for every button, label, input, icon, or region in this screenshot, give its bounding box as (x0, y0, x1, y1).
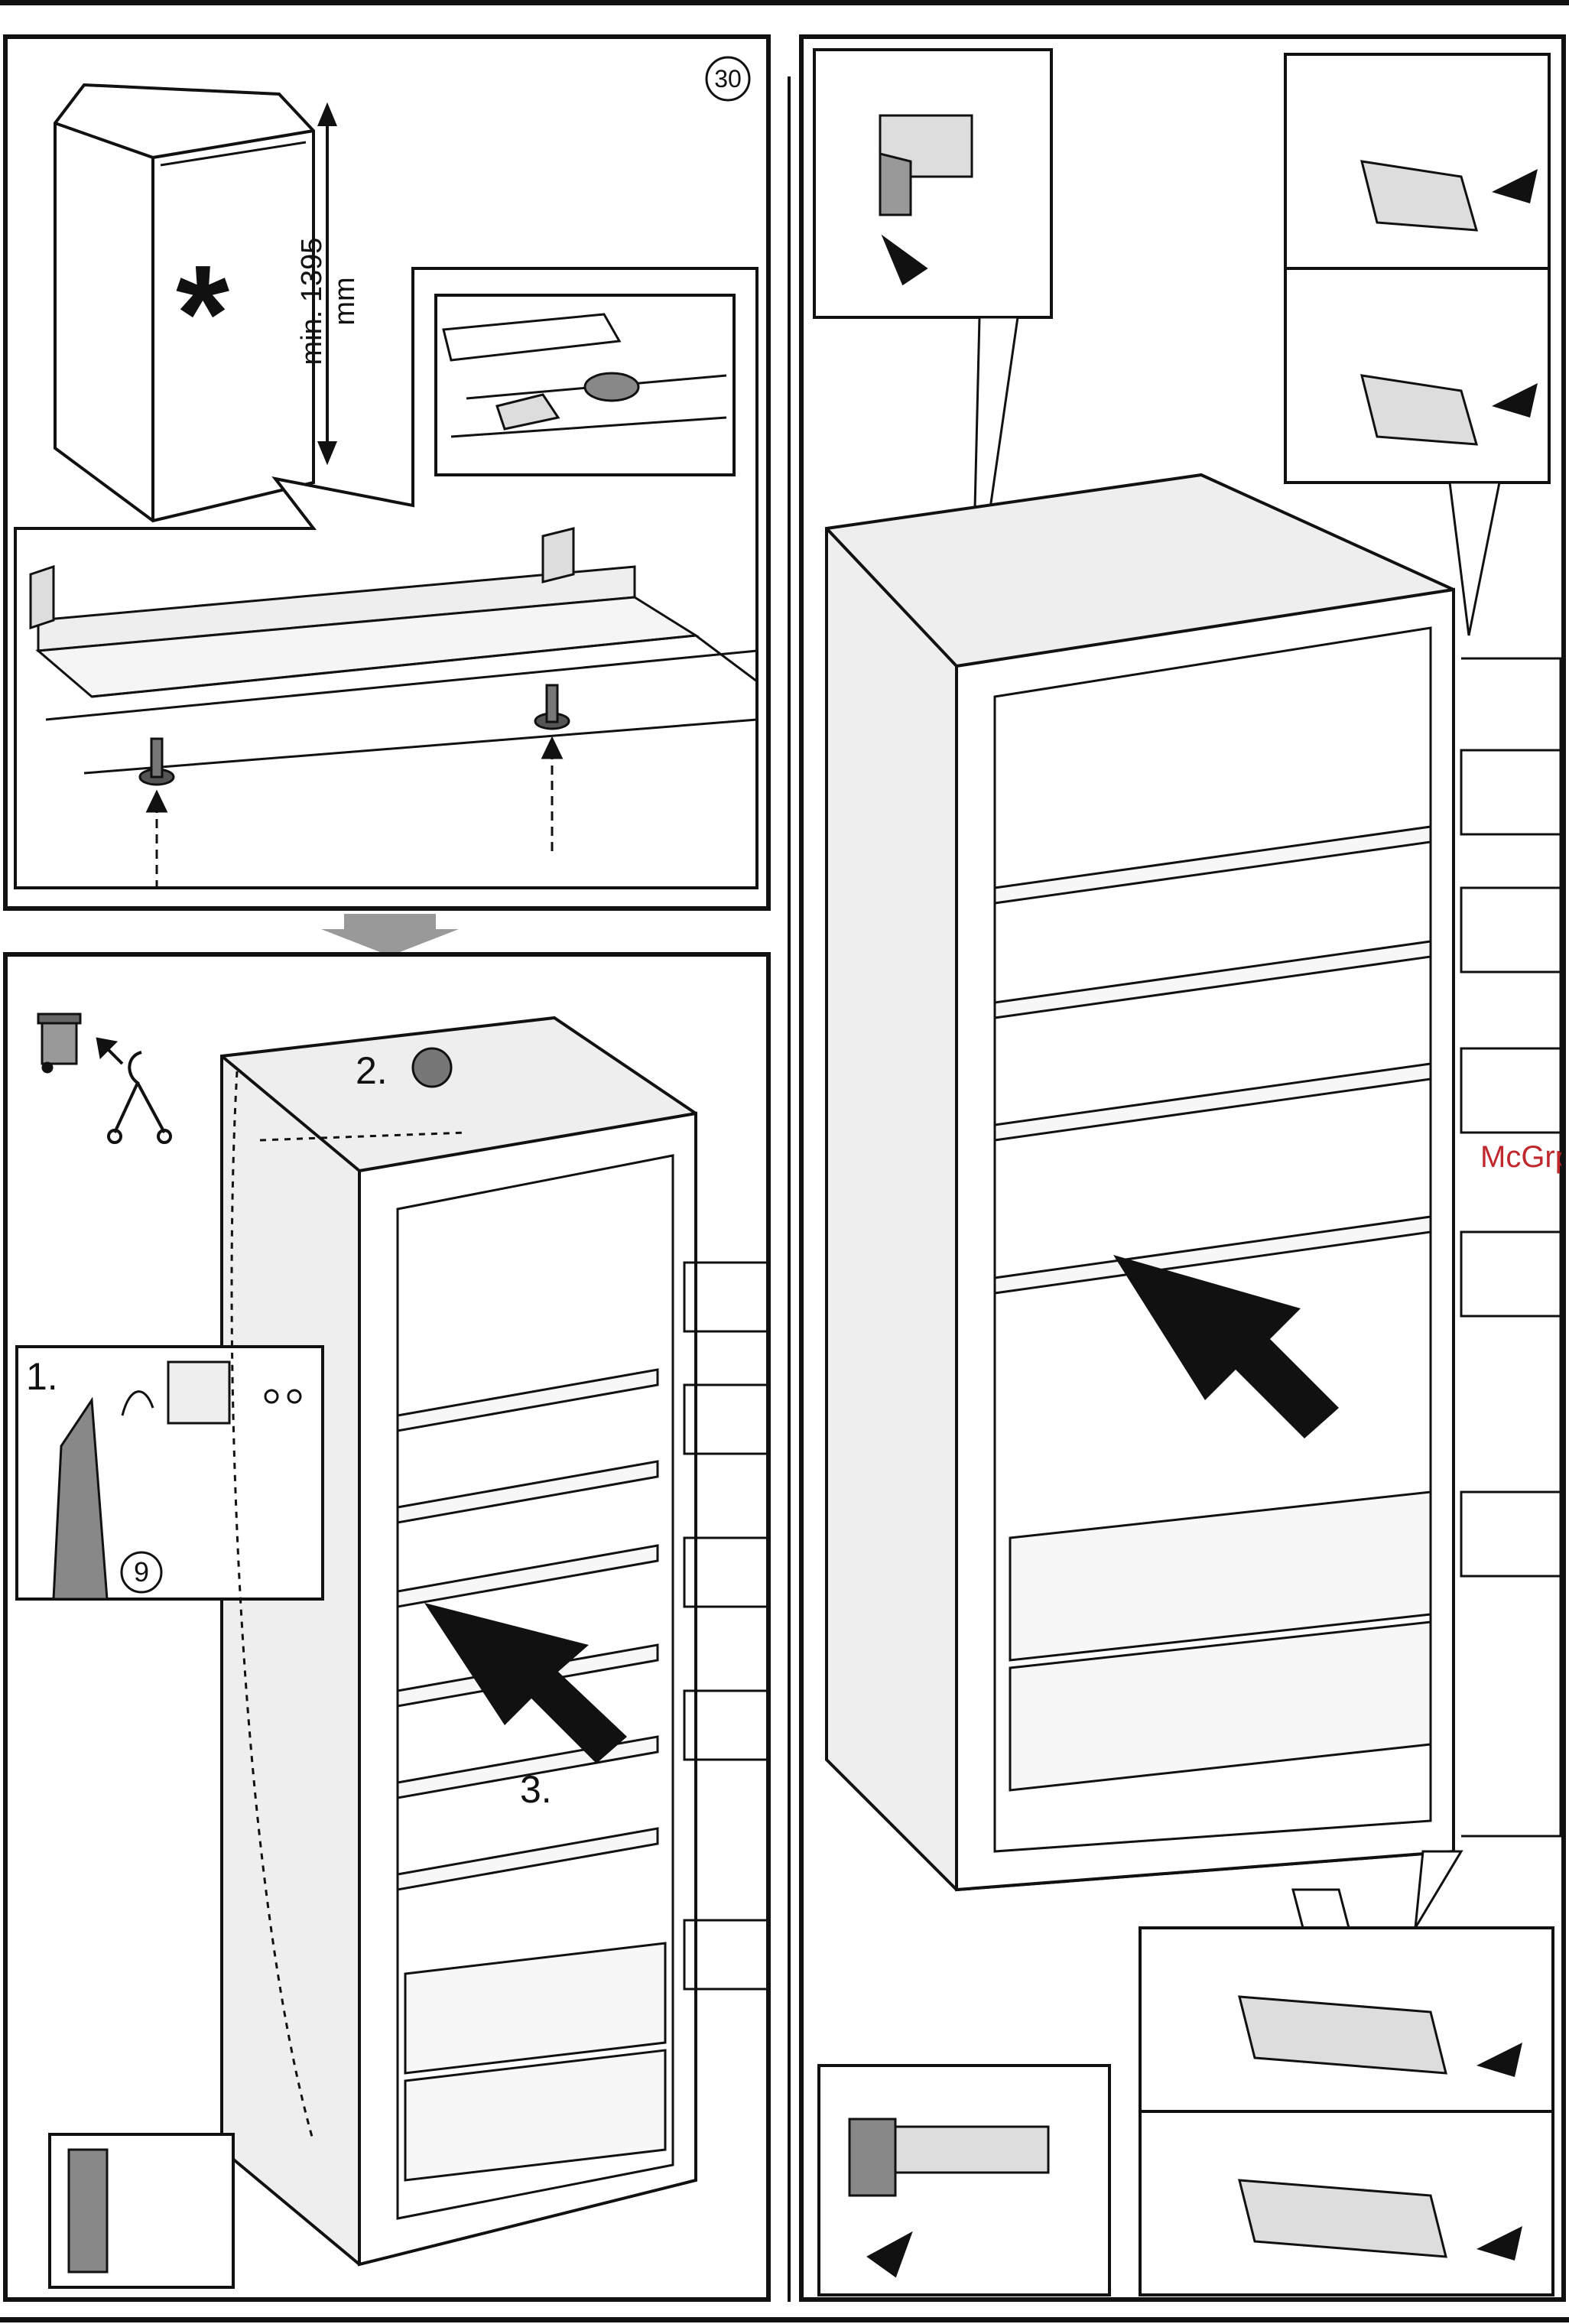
panel-right-installation: McGrp.Ru (799, 34, 1566, 2302)
detail-inset-top-right-1 (1285, 54, 1549, 268)
top-rule (0, 0, 1569, 5)
step-number: 30 (710, 65, 746, 93)
step-1-label: 1. (26, 1354, 58, 1399)
hook-icon (109, 1052, 171, 1142)
cover-cap (413, 1048, 451, 1087)
callout-pointer-top-right (1450, 483, 1499, 635)
part-number-label: 9 (124, 1556, 159, 1588)
callout-pointer-bottom-right (1415, 1851, 1461, 1928)
column-divider (788, 76, 791, 2302)
fridge-door-right (1461, 658, 1564, 1836)
step-2-label: 2. (356, 1048, 388, 1093)
dimension-label: min. 1395 mm (296, 210, 362, 393)
panel-top-left-installation: 30 * min. 1395 mm (3, 34, 771, 911)
recycle-bin-icon (38, 1014, 80, 1072)
note-symbol: * (176, 245, 229, 383)
step-3-label: 3. (520, 1767, 552, 1812)
panel-bottom-left-installation: 1. 2. 3. 9 (3, 952, 771, 2302)
right-illustration (804, 39, 1566, 2302)
watermark: McGrp.Ru (1480, 1140, 1566, 1175)
bottom-rule (0, 2317, 1569, 2322)
bottom-left-illustration (8, 957, 771, 2302)
arrow-icon (98, 1039, 122, 1064)
detail-inset-top-left (814, 50, 1051, 317)
top-left-illustration (8, 39, 771, 911)
detail-inset-top-right-2 (1285, 268, 1549, 483)
